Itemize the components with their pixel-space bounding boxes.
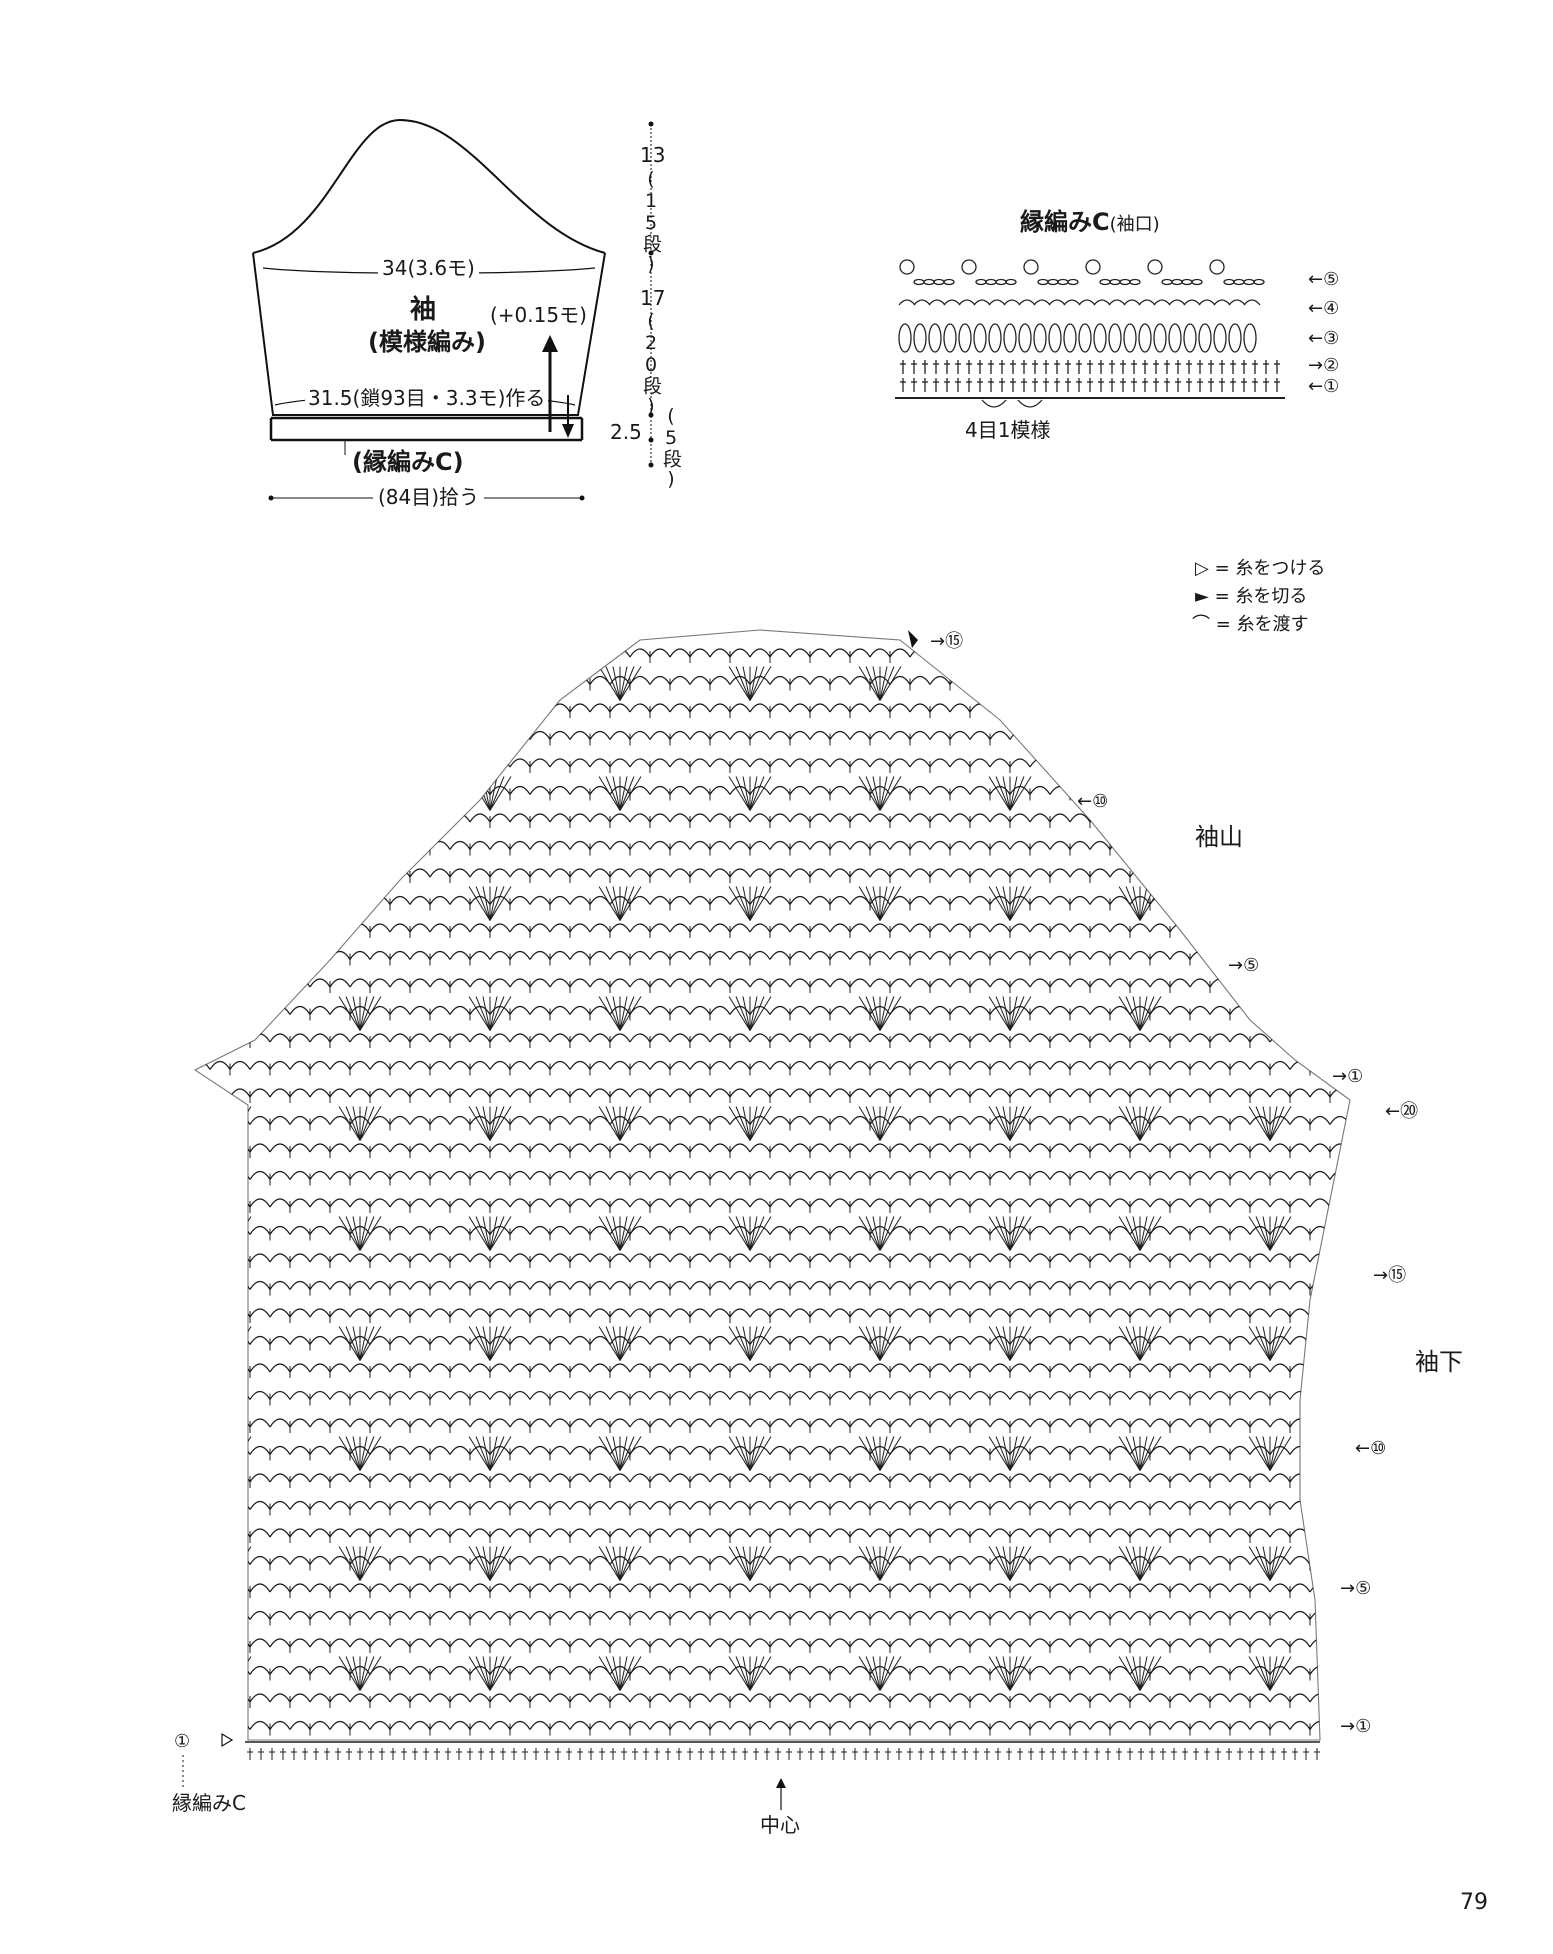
border-c-label: (縁編みC) — [352, 448, 464, 476]
sleeve-body-outline — [252, 252, 606, 416]
body-row-15-number: ⑮ — [1388, 1265, 1407, 1286]
pickup-label: (84目)拾う — [373, 487, 485, 507]
page-number: 79 — [1460, 1890, 1488, 1915]
attach-yarn-icon: ▷ — [1195, 558, 1209, 579]
body-row-1-number: ① — [1355, 1716, 1372, 1737]
body-row-10-label: ←⑩ — [1355, 1438, 1387, 1459]
body-row-5-label: →⑤ — [1340, 1578, 1372, 1599]
body-row-15-label: →⑮ — [1373, 1265, 1407, 1286]
cuff-chart-title-note: (袖口) — [1109, 214, 1160, 235]
body-height-label: 17 — [640, 286, 666, 310]
carry-yarn-icon: ⌒ — [1192, 614, 1210, 635]
center-label: 中心 — [760, 1813, 800, 1837]
cap-row-10-number: ⑩ — [1092, 791, 1109, 812]
cap-row-1-number: ① — [1347, 1066, 1364, 1087]
cap-row-1-label: →① — [1332, 1066, 1364, 1087]
cap-height-label: 13 — [640, 143, 666, 167]
cap-row-5-number: ⑤ — [1243, 955, 1260, 976]
cuff-chart-title-text: 縁編みC — [1020, 208, 1110, 236]
cut-yarn-icon: ► — [1195, 586, 1209, 607]
border-c-start-label: 縁編みC — [172, 1791, 246, 1815]
cuff-row-4-label: ←④ — [1308, 298, 1340, 319]
cap-row-5-label: →⑤ — [1228, 955, 1260, 976]
body-row-1-label: →① — [1340, 1716, 1372, 1737]
cuff-row-1-label: ←① — [1308, 376, 1340, 397]
increase-note: (+0.15モ) — [490, 303, 587, 327]
underarm-label: 袖下 — [1415, 1348, 1463, 1376]
sleeve-cap-label: 袖山 — [1195, 823, 1243, 851]
body-row-10-number: ⑩ — [1370, 1438, 1387, 1459]
body-row-20-number: ⑳ — [1400, 1101, 1419, 1122]
sleeve-cap-outline — [252, 118, 606, 254]
cuff-row-4-number: ④ — [1323, 298, 1340, 319]
cap-row-15-label: →⑮ — [930, 631, 964, 652]
stitch-pattern-name: (模様編み) — [368, 328, 486, 356]
cuff-row-2-label: →② — [1308, 355, 1340, 376]
sleeve-part-name: 袖 — [410, 295, 437, 325]
cut-yarn-marker — [908, 630, 918, 648]
cuff-row-3-label: ←③ — [1308, 328, 1340, 349]
cap-row-10-label: ←⑩ — [1077, 791, 1109, 812]
cuff-row-5-label: ←⑤ — [1308, 269, 1340, 290]
cuff-chart-title: 縁編みC(袖口) — [1020, 210, 1160, 234]
legend-attach-text: = 糸をつける — [1214, 558, 1326, 579]
start-row-marker: ① — [174, 1731, 191, 1752]
sleeve-width-label: 34(3.6モ) — [378, 258, 479, 278]
cap-row-15-number: ⑮ — [945, 631, 964, 652]
body-row-20-label: ←⑳ — [1385, 1101, 1419, 1122]
legend-carry-text: = 糸を渡す — [1215, 614, 1309, 635]
cuff-row-3-number: ③ — [1323, 328, 1340, 349]
cuff-row-1-number: ① — [1323, 376, 1340, 397]
cuff-row-2-number: ② — [1323, 355, 1340, 376]
cast-on-label: 31.5(鎖93目・3.3モ)作る — [305, 388, 549, 408]
attach-yarn-marker — [221, 1732, 234, 1748]
cuff-repeat-label: 4目1模様 — [965, 418, 1051, 442]
legend-cut-text: = 糸を切る — [1214, 586, 1308, 607]
border-height-label: 2.5 — [610, 420, 642, 444]
legend-cut: ► = 糸を切る — [1195, 588, 1307, 606]
cuff-row-5-number: ⑤ — [1323, 269, 1340, 290]
legend-carry: ⌒ = 糸を渡す — [1192, 616, 1309, 634]
body-row-5-number: ⑤ — [1355, 1578, 1372, 1599]
legend-attach: ▷ = 糸をつける — [1195, 560, 1325, 578]
